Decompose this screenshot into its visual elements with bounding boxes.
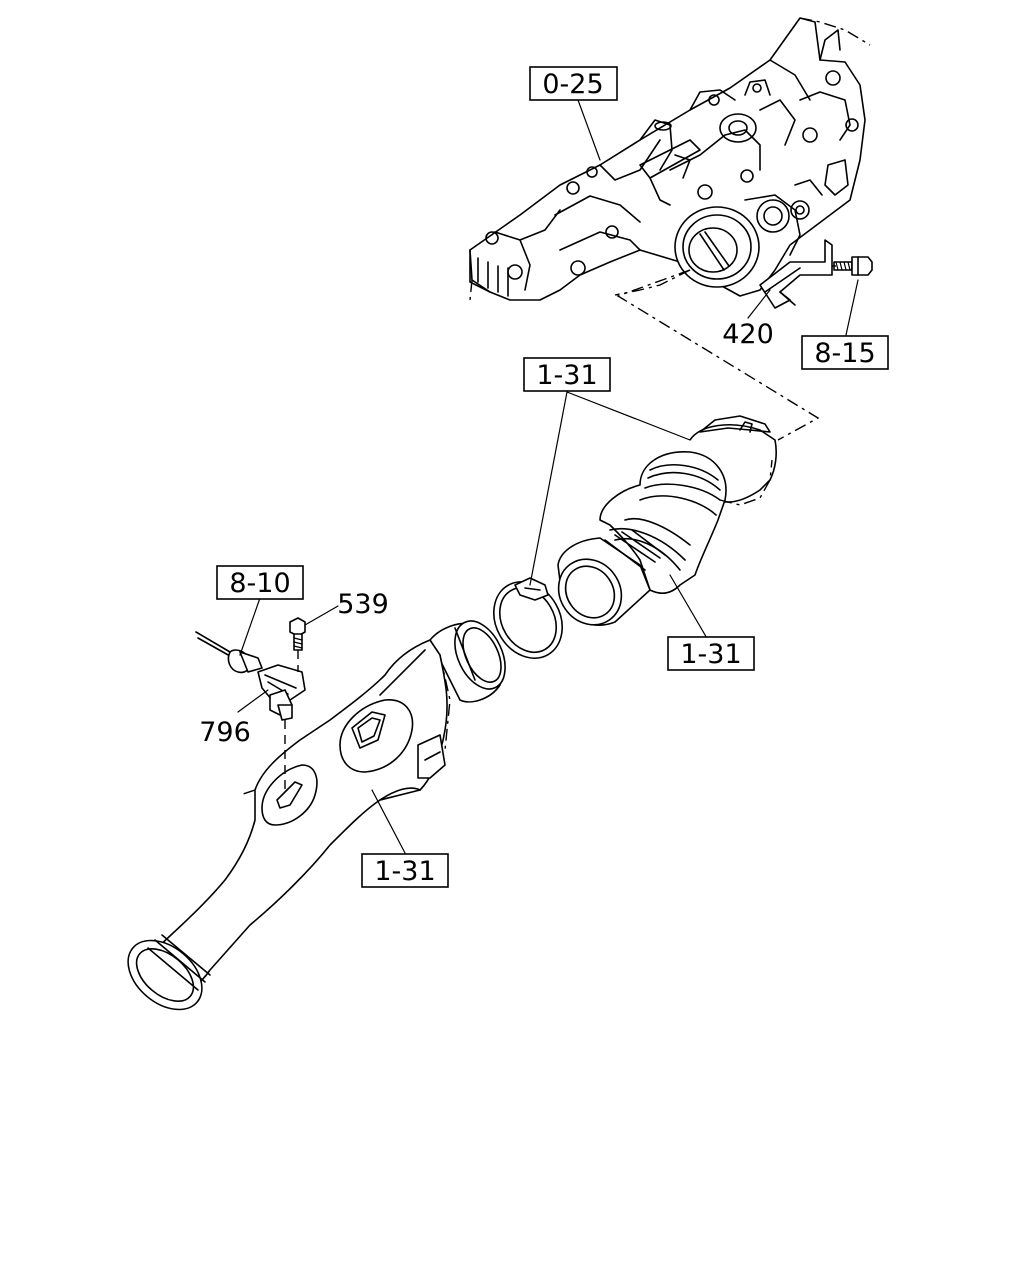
screw-539 (289, 617, 306, 651)
part-number-796: 796 (199, 717, 251, 748)
lower-intake-pipe (127, 620, 506, 1011)
leader-lines (237, 99, 859, 854)
harness-connector-8-10 (195, 631, 263, 674)
callout-0-25-label: 0-25 (542, 69, 603, 100)
hose-clamp (493, 577, 563, 659)
callout-1-31-right: 1-31 (667, 636, 755, 671)
bolt-8-15 (833, 256, 873, 276)
callout-1-31-top-label: 1-31 (536, 360, 597, 391)
callout-1-31-bottom: 1-31 (361, 853, 449, 888)
intake-manifold-assembly (469, 17, 871, 301)
part-number-420: 420 (722, 319, 774, 350)
callout-8-10: 8-10 (216, 565, 304, 600)
callout-1-31-top: 1-31 (523, 357, 611, 392)
sensor-796 (257, 664, 306, 721)
callout-1-31-bottom-label: 1-31 (374, 856, 435, 887)
callout-0-25: 0-25 (529, 66, 618, 101)
callout-8-10-label: 8-10 (229, 568, 290, 599)
part-number-539: 539 (337, 589, 389, 620)
upper-intake-hose (557, 415, 777, 626)
callout-8-15: 8-15 (801, 335, 889, 370)
callout-8-15-label: 8-15 (814, 338, 875, 369)
bracket-420 (759, 239, 833, 309)
callout-1-31-right-label: 1-31 (680, 639, 741, 670)
